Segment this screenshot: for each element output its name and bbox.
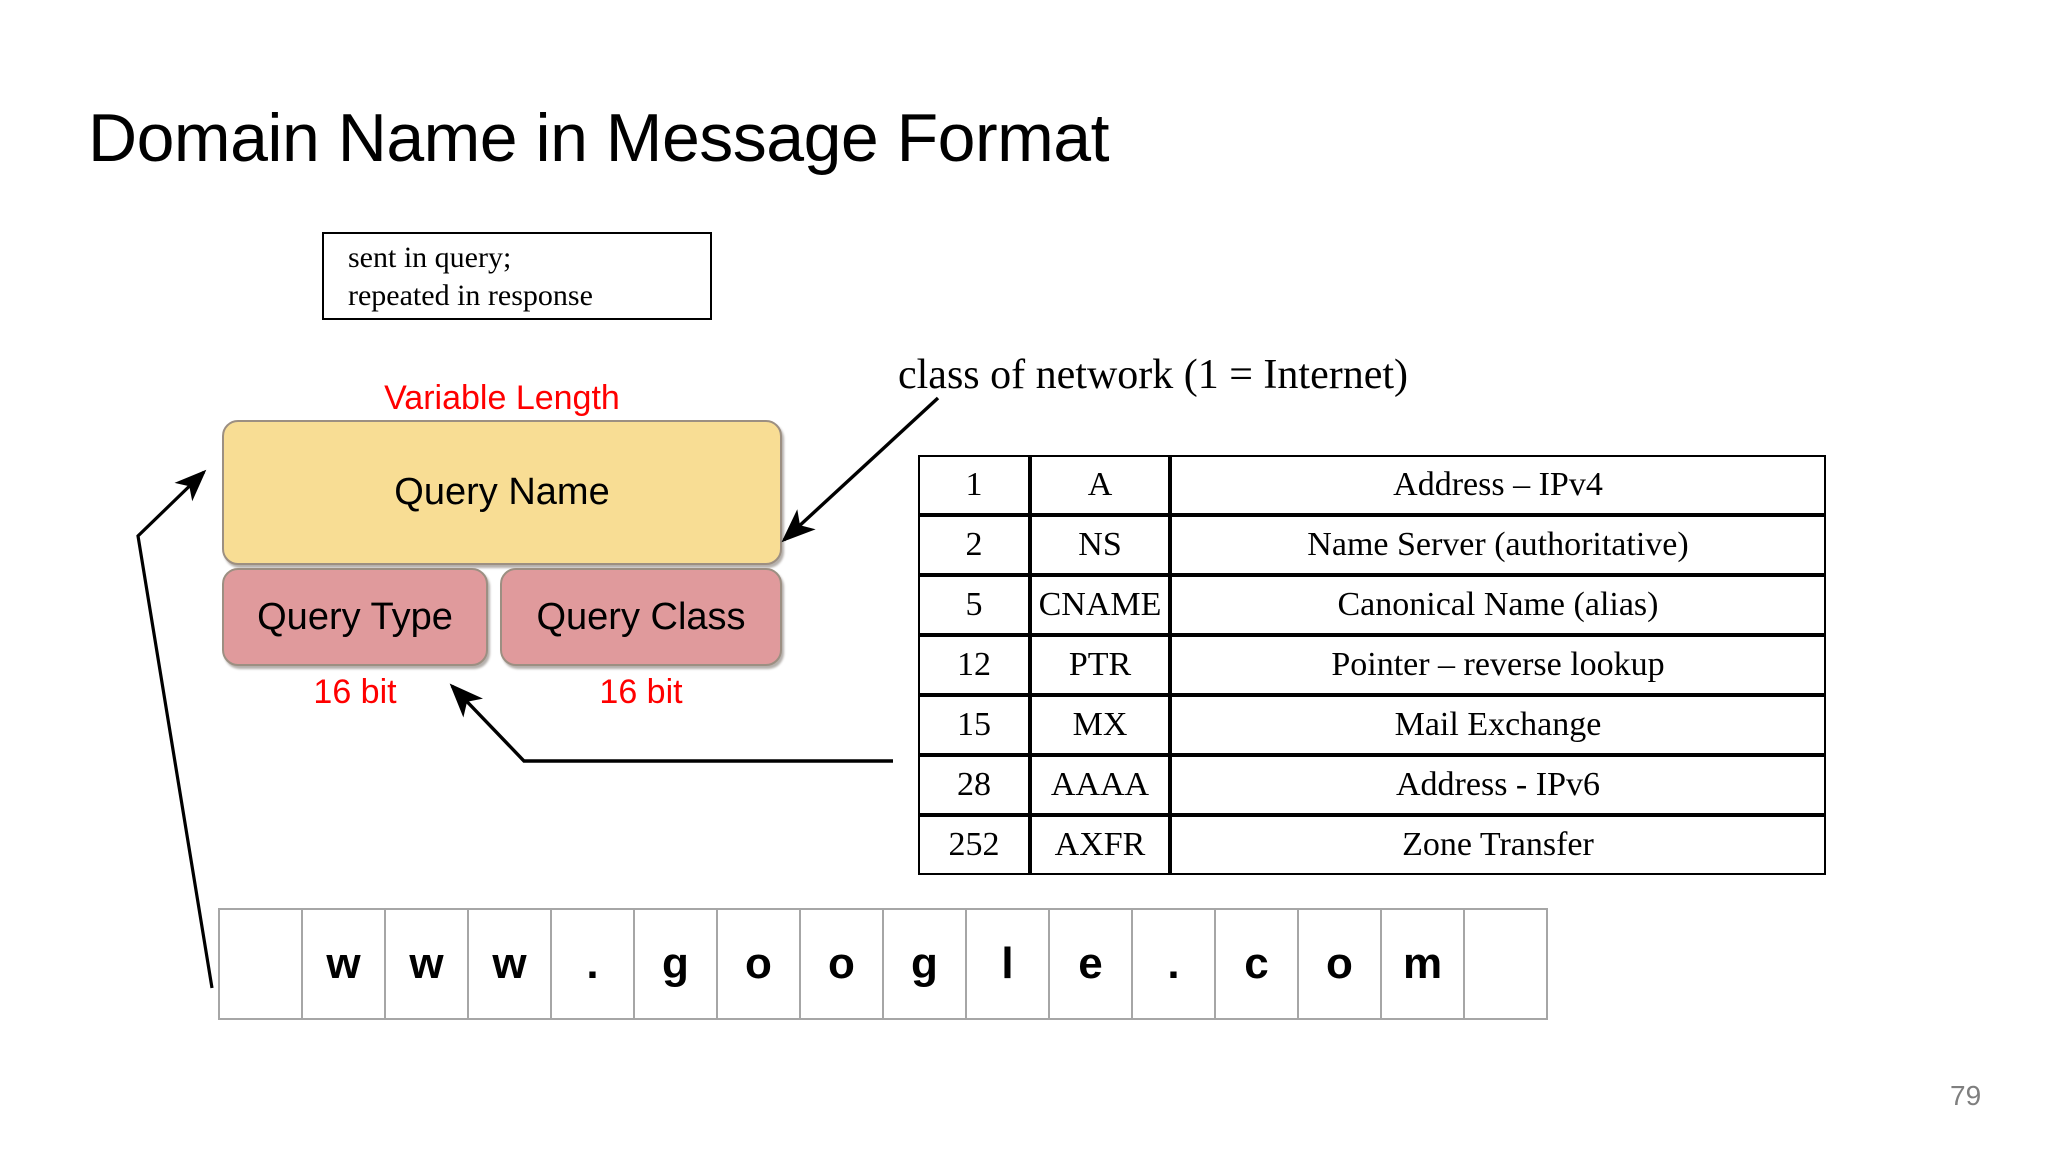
byte-cell: g: [633, 908, 718, 1020]
record-type-id: 1: [918, 455, 1030, 515]
byte-cell: .: [550, 908, 635, 1020]
note-callout-box: sent in query; repeated in response: [322, 232, 712, 320]
byte-cell: o: [716, 908, 801, 1020]
byte-cell: w: [467, 908, 552, 1020]
record-type-description: Address - IPv6: [1170, 755, 1826, 815]
query-class-size-label: 16 bit: [599, 673, 683, 711]
field-box-query-type: Query Type: [222, 568, 488, 666]
arrow-class-of-network: [781, 396, 940, 543]
record-type-id: 12: [918, 635, 1030, 695]
record-type-id: 5: [918, 575, 1030, 635]
field-box-query-class: Query Class: [500, 568, 782, 666]
record-type-description: Zone Transfer: [1170, 815, 1826, 875]
record-type-description: Canonical Name (alias): [1170, 575, 1826, 635]
record-type-description: Pointer – reverse lookup: [1170, 635, 1826, 695]
record-type-name: NS: [1030, 515, 1170, 575]
record-type-id: 252: [918, 815, 1030, 875]
record-type-name: AXFR: [1030, 815, 1170, 875]
record-type-id: 15: [918, 695, 1030, 755]
byte-cell: .: [1131, 908, 1216, 1020]
record-type-name: AAAA: [1030, 755, 1170, 815]
record-type-name: PTR: [1030, 635, 1170, 695]
record-type-description: Mail Exchange: [1170, 695, 1826, 755]
byte-cell: m: [1380, 908, 1465, 1020]
record-type-id: 2: [918, 515, 1030, 575]
byte-cell: o: [1297, 908, 1382, 1020]
record-type-name: MX: [1030, 695, 1170, 755]
record-type-description: Name Server (authoritative): [1170, 515, 1826, 575]
byte-cell: [218, 908, 303, 1020]
variable-length-label: Variable Length: [384, 379, 620, 417]
record-type-description: Address – IPv4: [1170, 455, 1826, 515]
query-type-size-label: 16 bit: [313, 673, 397, 711]
byte-cell: c: [1214, 908, 1299, 1020]
arrow-query-name-to-bytes: [136, 469, 214, 989]
byte-cell: w: [384, 908, 469, 1020]
record-type-id: 28: [918, 755, 1030, 815]
page-title: Domain Name in Message Format: [88, 100, 1109, 176]
class-of-network-caption: class of network (1 = Internet): [898, 352, 1409, 398]
byte-cell: [1463, 908, 1548, 1020]
field-box-query-name: Query Name: [222, 420, 782, 565]
note-line-1: sent in query;: [348, 241, 512, 274]
page-number: 79: [1950, 1080, 1982, 1111]
record-type-name: CNAME: [1030, 575, 1170, 635]
byte-cell: l: [965, 908, 1050, 1020]
byte-cell: g: [882, 908, 967, 1020]
byte-cell: w: [301, 908, 386, 1020]
note-line-2: repeated in response: [348, 279, 593, 312]
record-type-name: A: [1030, 455, 1170, 515]
byte-cell: e: [1048, 908, 1133, 1020]
byte-cell: o: [799, 908, 884, 1020]
